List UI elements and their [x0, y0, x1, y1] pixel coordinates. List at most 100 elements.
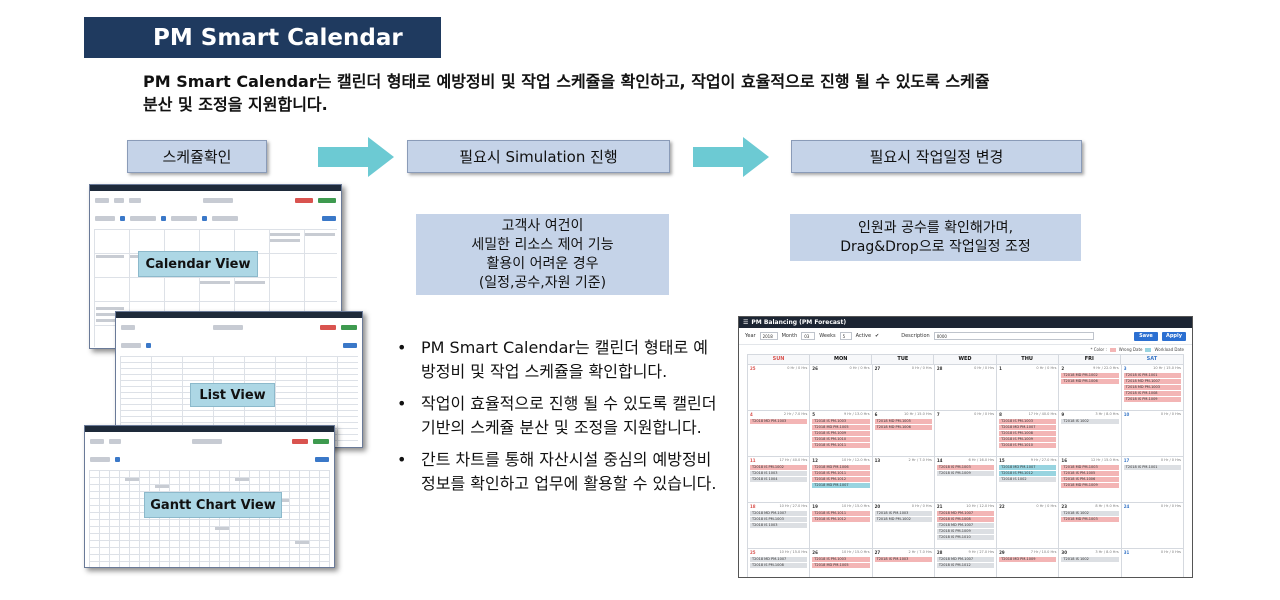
description-field[interactable]: 0000 — [933, 332, 1094, 340]
pm-work-order-event[interactable]: T2018 IS PM-1002 — [750, 465, 808, 470]
pm-work-order-event[interactable]: T2018 IS PM-1001 — [1123, 373, 1181, 378]
pm-work-order-event[interactable]: T2018 IS 1002 — [1061, 511, 1119, 516]
pm-work-order-event[interactable]: T2018 IS PM-1009 — [936, 471, 995, 476]
pm-work-order-event[interactable]: T2018 IS PM-1003 — [812, 419, 870, 424]
pm-work-order-event[interactable]: T2018 IS 1002 — [1061, 419, 1119, 424]
pm-work-order-event[interactable]: T2018 MD PM-1003 — [1061, 517, 1119, 522]
pm-work-order-event[interactable]: T2018 IS PM-1003 — [999, 419, 1057, 424]
pm-work-order-event[interactable]: T2018 IS PM-1005 — [1061, 471, 1119, 476]
pm-work-order-event[interactable]: T2018 IS PM-1010 — [999, 443, 1057, 448]
pm-work-order-event[interactable]: T2018 IS PM-1003 — [874, 511, 932, 516]
pm-work-order-event[interactable]: T2018 MD PM-1005 — [812, 425, 870, 430]
pm-work-order-event[interactable]: T2018 MD PM-1005 — [812, 563, 870, 568]
pm-work-order-event[interactable]: T2018 IS PM-1010 — [812, 437, 870, 442]
active-checkbox[interactable]: ✔ — [875, 333, 880, 339]
pm-work-order-event[interactable]: T2018 IS PM-1012 — [812, 517, 870, 522]
save-button[interactable]: Save — [1134, 331, 1158, 341]
pm-work-order-event[interactable]: T2018 MD PM-1007 — [936, 557, 995, 562]
pm-work-order-event[interactable]: T2018 IS PM-1009 — [1123, 397, 1181, 402]
pm-work-order-event[interactable]: T2018 MD PM-1007 — [750, 557, 808, 562]
pm-work-order-event[interactable]: T2018 MD PM-1003 — [750, 419, 808, 424]
pm-work-order-event[interactable]: T2018 IS PM-1001 — [1123, 465, 1181, 470]
pm-work-order-event[interactable]: T2018 MD PM-1006 — [1061, 379, 1119, 384]
pm-work-order-event[interactable]: T2018 IS PM-1011 — [812, 443, 870, 448]
pm-work-order-event[interactable]: T2018 MD PM-1007 — [999, 465, 1057, 470]
pm-work-order-event[interactable]: T2018 IS 1002 — [999, 477, 1057, 482]
pm-work-order-event[interactable]: T2018 MD PM-1009 — [1061, 483, 1119, 488]
pm-work-order-event[interactable]: T2018 IS 1004 — [750, 477, 808, 482]
pm-work-order-event[interactable]: T2018 MD PM-1002 — [1061, 373, 1119, 378]
pm-work-order-event[interactable]: T2018 MD PM-1007 — [1123, 379, 1181, 384]
pm-work-order-event[interactable]: T2018 IS 1002 — [1061, 557, 1119, 562]
pm-work-order-event[interactable]: T2018 IS PM-1009 — [999, 437, 1057, 442]
pm-work-order-event[interactable]: T2018 MD PM-1007 — [812, 483, 870, 488]
pm-work-order-event[interactable]: T2018 IS PM-1006 — [1061, 477, 1119, 482]
pm-work-order-event[interactable]: T2018 MD PM-1007 — [936, 511, 995, 516]
pm-work-order-event[interactable]: T2018 MD PM-1007 — [999, 425, 1057, 430]
pm-work-order-event[interactable]: T2018 IS PM-1003 — [936, 465, 995, 470]
pm-work-order-event[interactable]: T2018 IS PM-1009 — [812, 431, 870, 436]
pm-work-order-event[interactable]: T2018 MD PM-1005 — [874, 419, 932, 424]
month-field[interactable]: 03 — [801, 332, 816, 340]
pm-work-order-event[interactable]: T2018 IS PM-1009 — [936, 529, 995, 534]
menu-icon[interactable]: ☰ — [743, 319, 749, 326]
pm-work-order-event[interactable]: T2018 IS PM-1011 — [812, 511, 870, 516]
pm-work-order-event[interactable]: T2018 IS 1003 — [750, 471, 808, 476]
pm-work-order-event[interactable]: T2018 MD PM-1006 — [812, 465, 870, 470]
pm-work-order-event[interactable]: T2018 MD PM-1006 — [874, 425, 932, 430]
pm-work-order-event[interactable]: T2018 IS PM-1012 — [936, 563, 995, 568]
pm-work-order-event[interactable]: T2018 IS PM-1008 — [936, 517, 995, 522]
pm-work-order-event[interactable]: T2018 IS PM-1008 — [750, 563, 808, 568]
pm-work-order-event[interactable]: T2018 IS PM-1003 — [750, 517, 808, 522]
pm-work-order-event[interactable]: T2018 IS PM-1003 — [812, 557, 870, 562]
year-field[interactable]: 2018 — [759, 332, 778, 340]
pm-work-order-event[interactable]: T2018 MD PM-1007 — [750, 511, 808, 516]
weeks-field[interactable]: 5 — [839, 332, 852, 340]
apply-button[interactable]: Apply — [1162, 331, 1186, 341]
pm-work-order-event[interactable]: T2018 IS PM-1012 — [999, 471, 1057, 476]
pm-work-order-event[interactable]: T2018 IS PM-1003 — [874, 557, 932, 562]
pm-work-order-event[interactable]: T2018 IS PM-1012 — [812, 477, 870, 482]
pm-work-order-event[interactable]: T2018 MD PM-1007 — [936, 523, 995, 528]
pm-work-order-event[interactable]: T2018 IS PM-1010 — [936, 535, 995, 540]
pm-work-order-event[interactable]: T2018 IS PM-1008 — [999, 431, 1057, 436]
pm-work-order-event[interactable]: T2018 IS 1003 — [750, 523, 808, 528]
pm-work-order-event[interactable]: T2018 IS PM-1008 — [1123, 391, 1181, 396]
pm-work-order-event[interactable]: T2018 MD PM-1003 — [1061, 465, 1119, 470]
pm-work-order-event[interactable]: T2018 MD PM-1009 — [999, 557, 1057, 562]
pm-work-order-event[interactable]: T2018 MD PM-1003 — [1123, 385, 1181, 390]
